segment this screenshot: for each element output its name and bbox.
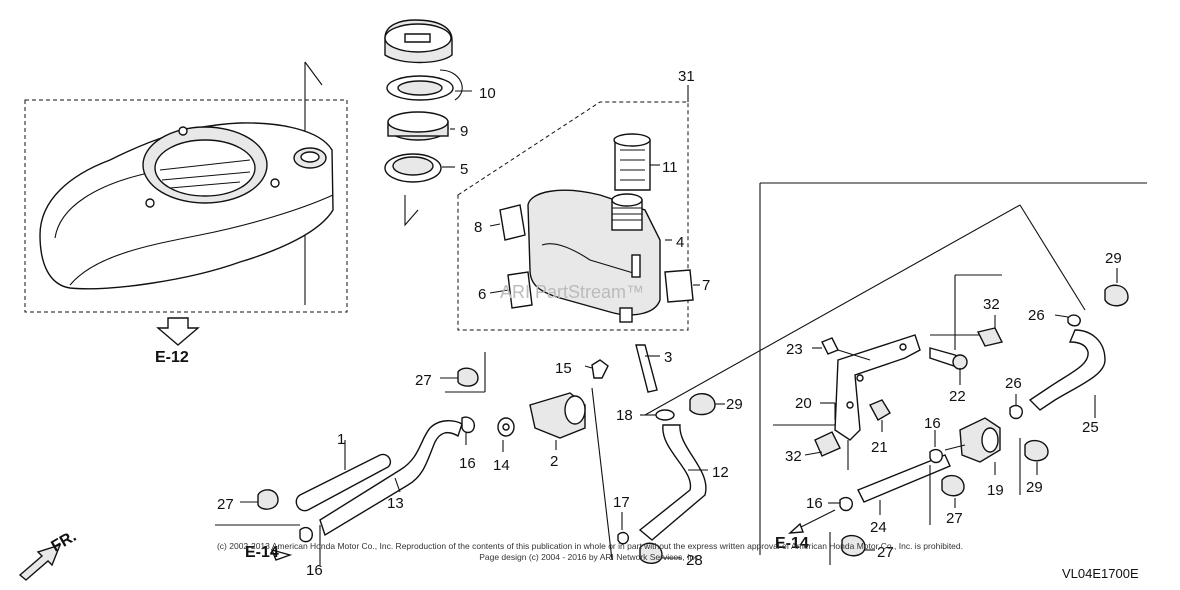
bolt-21[interactable] xyxy=(869,399,891,421)
clip-26-upper[interactable] xyxy=(1067,314,1081,327)
right-frame xyxy=(644,182,1147,555)
e14-left-arrow-icon xyxy=(270,548,293,561)
tank-rubber-8[interactable] xyxy=(499,204,526,241)
callout-10[interactable]: 10 xyxy=(479,85,496,102)
copyright-line-1: (c) 2002-2013 American Honda Motor Co., … xyxy=(217,541,963,551)
callout-14[interactable]: 14 xyxy=(493,457,510,474)
clip-28[interactable] xyxy=(639,542,663,564)
callout-17[interactable]: 17 xyxy=(613,494,630,511)
clip-16-tube[interactable] xyxy=(839,496,853,512)
callout-2[interactable]: 2 xyxy=(550,453,558,470)
shutoff-valve-group xyxy=(828,314,1106,515)
callout-26-upper[interactable]: 26 xyxy=(1028,307,1045,324)
clip-26-lower[interactable] xyxy=(1009,404,1023,420)
clip-27-right[interactable] xyxy=(941,474,965,497)
clip-27-lower[interactable] xyxy=(257,489,279,510)
callout-6[interactable]: 6 xyxy=(478,286,486,303)
tank-clip xyxy=(631,254,641,278)
callout-27-bottom[interactable]: 27 xyxy=(877,544,894,561)
front-arrow-icon xyxy=(18,543,62,581)
callout-9[interactable]: 9 xyxy=(460,123,468,140)
bracket-20[interactable] xyxy=(834,334,921,441)
clip-27-bottom[interactable] xyxy=(841,534,866,557)
bracket-group xyxy=(773,315,1004,470)
callout-32-upper[interactable]: 32 xyxy=(983,296,1000,313)
callout-4[interactable]: 4 xyxy=(676,234,684,251)
watermark: ARI PartStream™ xyxy=(500,282,644,302)
bolt-23[interactable] xyxy=(821,337,839,355)
clip-29-lower[interactable] xyxy=(1024,439,1049,462)
callout-27-upper[interactable]: 27 xyxy=(415,372,432,389)
callout-3[interactable]: 3 xyxy=(664,349,672,366)
callout-5[interactable]: 5 xyxy=(460,161,468,178)
tank-rubber-6[interactable] xyxy=(507,271,533,309)
ref-e12[interactable]: E-12 xyxy=(155,349,189,366)
callout-12[interactable]: 12 xyxy=(712,464,729,481)
callout-32-lower[interactable]: 32 xyxy=(785,448,802,465)
bolt-15[interactable] xyxy=(591,359,609,379)
callout-16-valve[interactable]: 16 xyxy=(459,455,476,472)
callout-26-lower[interactable]: 26 xyxy=(1005,375,1022,392)
clip-29-right[interactable] xyxy=(1104,284,1129,307)
fuel-cap-group xyxy=(384,19,472,227)
callout-16-right[interactable]: 16 xyxy=(924,415,941,432)
right-clips xyxy=(829,268,1129,565)
tank-rubber-7[interactable] xyxy=(664,269,694,303)
callout-20[interactable]: 20 xyxy=(795,395,812,412)
callout-29-right[interactable]: 29 xyxy=(1105,250,1122,267)
clip-27-upper[interactable] xyxy=(457,367,479,387)
callout-29-left[interactable]: 29 xyxy=(726,396,743,413)
bolt-3[interactable] xyxy=(635,344,658,393)
e12-arrow-icon xyxy=(156,317,200,346)
cover-dashed-frame xyxy=(24,99,348,313)
ref-e14-left[interactable]: E-14 xyxy=(245,544,279,561)
fuel-tube-24[interactable] xyxy=(857,454,951,503)
lower-left-clips xyxy=(215,352,682,565)
copyright-line-2: Page design (c) 2004 - 2016 by ARI Netwo… xyxy=(479,552,701,562)
clip-16-valve[interactable] xyxy=(461,416,476,434)
fuel-tank-group xyxy=(457,85,700,331)
callout-29-lower[interactable]: 29 xyxy=(1026,479,1043,496)
clip-16-right[interactable] xyxy=(929,448,943,464)
callout-8[interactable]: 8 xyxy=(474,219,482,236)
clip-29-left[interactable] xyxy=(689,393,716,416)
callout-27-right[interactable]: 27 xyxy=(946,510,963,527)
callout-25[interactable]: 25 xyxy=(1082,419,1099,436)
bolt-32-upper[interactable] xyxy=(976,327,1004,347)
callout-15[interactable]: 15 xyxy=(555,360,572,377)
callout-27-lower[interactable]: 27 xyxy=(217,496,234,513)
callout-28[interactable]: 28 xyxy=(686,552,703,569)
callout-31[interactable]: 31 xyxy=(678,68,695,85)
diagram-code: VL04E1700E xyxy=(1062,566,1139,581)
callout-16-lower[interactable]: 16 xyxy=(306,562,323,579)
e14-right-arrow-icon xyxy=(788,522,804,534)
callout-19[interactable]: 19 xyxy=(987,482,1004,499)
callout-22[interactable]: 22 xyxy=(949,388,966,405)
callout-21[interactable]: 21 xyxy=(871,439,888,456)
fuel-strainer[interactable] xyxy=(614,139,651,191)
fuel-hose-13[interactable] xyxy=(319,420,463,537)
fuel-hose-12[interactable] xyxy=(638,424,707,541)
callout-18[interactable]: 18 xyxy=(616,407,633,424)
bolt-32-lower[interactable] xyxy=(814,431,841,457)
fuel-valve-group xyxy=(295,359,609,537)
tank-dashed-frame xyxy=(457,101,689,331)
tank-cover-group xyxy=(24,61,348,313)
fuel-hose-1[interactable] xyxy=(295,453,392,512)
clip-17[interactable] xyxy=(617,531,630,545)
callout-13[interactable]: 13 xyxy=(387,495,404,512)
callout-24[interactable]: 24 xyxy=(870,519,887,536)
callout-11[interactable]: 11 xyxy=(662,159,678,176)
tank-outlet-group xyxy=(635,344,725,541)
fuel-hose-25[interactable] xyxy=(1028,329,1106,411)
callout-7[interactable]: 7 xyxy=(702,277,710,294)
ref-e14-right[interactable]: E-14 xyxy=(775,535,809,552)
clip-16-lower[interactable] xyxy=(299,526,313,543)
callout-16-tube[interactable]: 16 xyxy=(806,495,823,512)
callout-1[interactable]: 1 xyxy=(337,431,345,448)
callout-23[interactable]: 23 xyxy=(786,341,803,358)
joint-18[interactable] xyxy=(655,409,675,421)
